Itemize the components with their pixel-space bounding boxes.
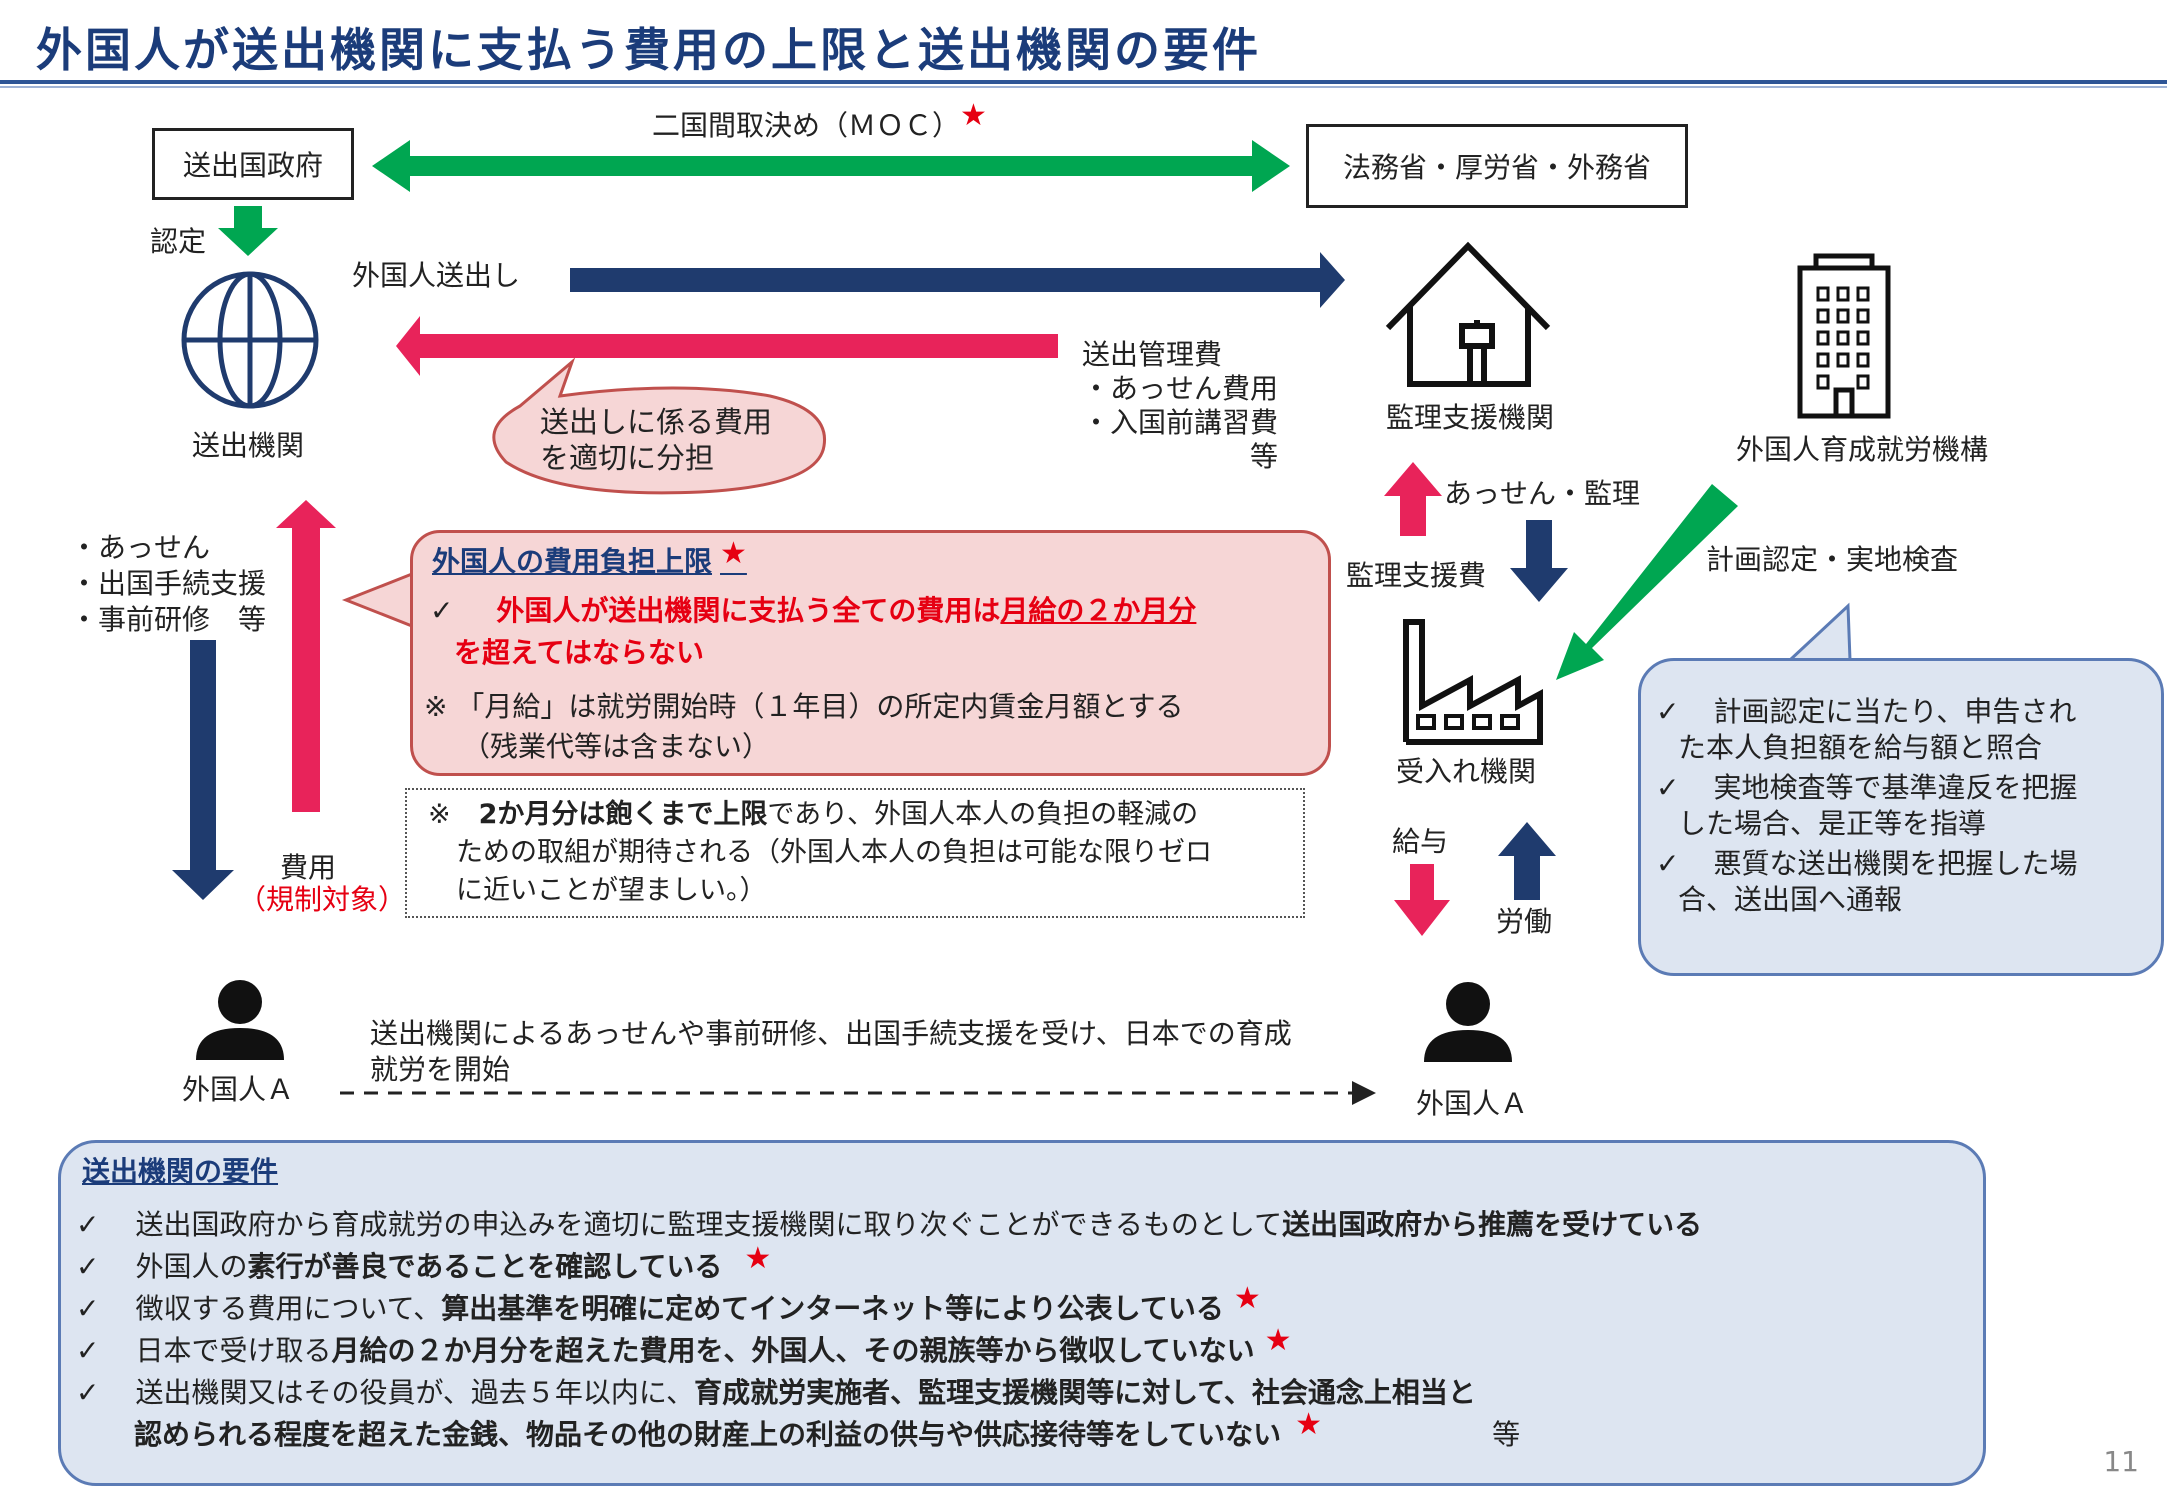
mgmt-fee-list: 送出管理費 ・あっせん費用 ・入国前講習費 等 (1082, 338, 1279, 473)
japan-ministries-box: 法務省・厚労省・外務省 (1306, 124, 1688, 208)
foreigner-a-left-label: 外国人Ａ (182, 1073, 295, 1106)
kiko-check-list: ✓計画認定に当たり、申告され た本人負担額を給与額と照合 ✓実地検査等で基準違反… (1656, 695, 2078, 916)
rodo-up-arrow (1498, 822, 1556, 900)
journey-arrow (340, 1081, 1376, 1105)
star-icon: ★ (1233, 1281, 1261, 1316)
regulated-label: （規制対象） (238, 883, 407, 916)
kiko-label: 外国人育成就労機構 (1736, 433, 1989, 466)
journey-text: 送出機関によるあっせんや事前研修、出国手続支援を受け、日本での育成 就労を開始 (370, 1017, 1292, 1086)
cost-cap-title: 外国人の費用負担上限★ (432, 536, 747, 578)
office-building-icon (1797, 253, 1891, 419)
kiko-callout (1638, 658, 2164, 976)
nintei-arrow (218, 206, 278, 256)
cost-cap-callout (410, 530, 1331, 776)
house-icon (1385, 241, 1551, 387)
kiko-callout-tail (1786, 602, 1852, 662)
factory-icon (1403, 619, 1543, 745)
keikaku-label: 計画認定・実地検査 (1706, 543, 1959, 576)
share-bubble-text: 送出しに係る費用 を適切に分担 (540, 405, 773, 475)
kiko-check-item: ✓実地検査等で基準違反を把握 (1656, 771, 2078, 804)
upper-limit-note: ※2か月分は飽くまで上限であり、外国人本人の負担の軽減の ための取組が期待される… (428, 799, 1212, 906)
fee-up-arrow (276, 500, 336, 812)
star-icon: ★ (720, 536, 747, 571)
mgmt-fee-arrow (396, 316, 1058, 376)
foreigner-a-right-label: 外国人Ａ (1416, 1087, 1529, 1120)
requirement-item: ✓徴収する費用について、算出基準を明確に定めてインターネット等により公表している… (76, 1281, 1261, 1325)
sending-govt-box: 送出国政府 (152, 128, 354, 200)
star-icon: ★ (1264, 1323, 1292, 1358)
cost-cap-note2: （残業代等は含まない） (462, 730, 771, 763)
services-list: ・あっせん ・出国手続支援 ・事前研修 等 (70, 531, 267, 636)
requirement-item: ✓日本で受け取る月給の２か月分を超えた費用を、外国人、その親族等から徴収していな… (76, 1323, 1292, 1367)
cost-cap-line1: ✓ 外国人が送出機関に支払う全ての費用は月給の２か月分 (430, 594, 1197, 627)
globe-icon (181, 271, 319, 409)
japan-ministries-label: 法務省・厚労省・外務省 (1342, 151, 1651, 184)
requirement-item: ✓外国人の素行が善良であることを確認している★ (76, 1241, 772, 1283)
assen-label: あっせん・監理 (1444, 477, 1641, 510)
star-icon: ★ (1295, 1407, 1323, 1442)
upper-limit-note-box (405, 788, 1305, 918)
requirement-item-cont: 認められる程度を超えた金銭、物品その他の財産上の利益の供与や供応接待等をしていな… (134, 1407, 1521, 1451)
requirement-item: ✓送出機関又はその役員が、過去５年以内に、育成就労実施者、監理支援機関等に対して… (76, 1376, 1476, 1409)
person-icon-left (196, 980, 284, 1060)
cost-cap-line2: を超えてはならない (454, 636, 705, 669)
nintei-label: 認定 (150, 225, 207, 258)
kyuyo-down-arrow (1394, 864, 1450, 936)
cost-cap-note1: ※ 「月給」は就労開始時（１年目）の所定内賃金月額とする (424, 690, 1184, 723)
keikaku-arrow (1556, 484, 1738, 680)
send-label: 外国人送出し (352, 259, 521, 292)
requirement-item: ✓送出国政府から育成就労の申込みを適切に監理支援機関に取り次ぐことができるものと… (76, 1208, 1703, 1241)
person-icon-right (1424, 982, 1512, 1062)
kiko-check-item: ✓計画認定に当たり、申告され (1656, 695, 2077, 728)
share-bubble (492, 357, 827, 495)
kanri-label: 監理支援機関 (1386, 401, 1555, 434)
kanri-fee-up-arrow (1384, 462, 1442, 536)
title-divider-light (0, 86, 2167, 88)
star-icon: ★ (960, 98, 987, 133)
cap-callout-tail (341, 571, 414, 629)
rodo-label: 労働 (1496, 905, 1553, 938)
star-icon: ★ (744, 1241, 772, 1276)
assen-down-arrow (1510, 520, 1568, 602)
sending-agency-label: 送出機関 (192, 429, 305, 462)
send-arrow (570, 252, 1345, 308)
kyuyo-label: 給与 (1392, 825, 1449, 858)
requirements-heading: 送出機関の要件 (82, 1155, 279, 1188)
kanri-fee-label: 監理支援費 (1346, 559, 1487, 592)
page-title: 外国人が送出機関に支払う費用の上限と送出機関の要件 (36, 23, 1261, 77)
moc-arrow (372, 140, 1290, 192)
fee-label: 費用 (280, 851, 337, 884)
page-number: 11 (2103, 1445, 2139, 1478)
ukeire-label: 受入れ機関 (1396, 755, 1537, 788)
moc-label: 二国間取決め（ＭＯＣ）★ (652, 98, 987, 142)
requirements-box (58, 1140, 1986, 1486)
kiko-check-item: ✓悪質な送出機関を把握した場 (1656, 847, 2078, 880)
sending-govt-label: 送出国政府 (182, 149, 323, 182)
requirements-list: ✓送出国政府から育成就労の申込みを適切に監理支援機関に取り次ぐことができるものと… (76, 1204, 1702, 1456)
title-divider (0, 80, 2167, 84)
service-down-arrow (172, 640, 234, 900)
